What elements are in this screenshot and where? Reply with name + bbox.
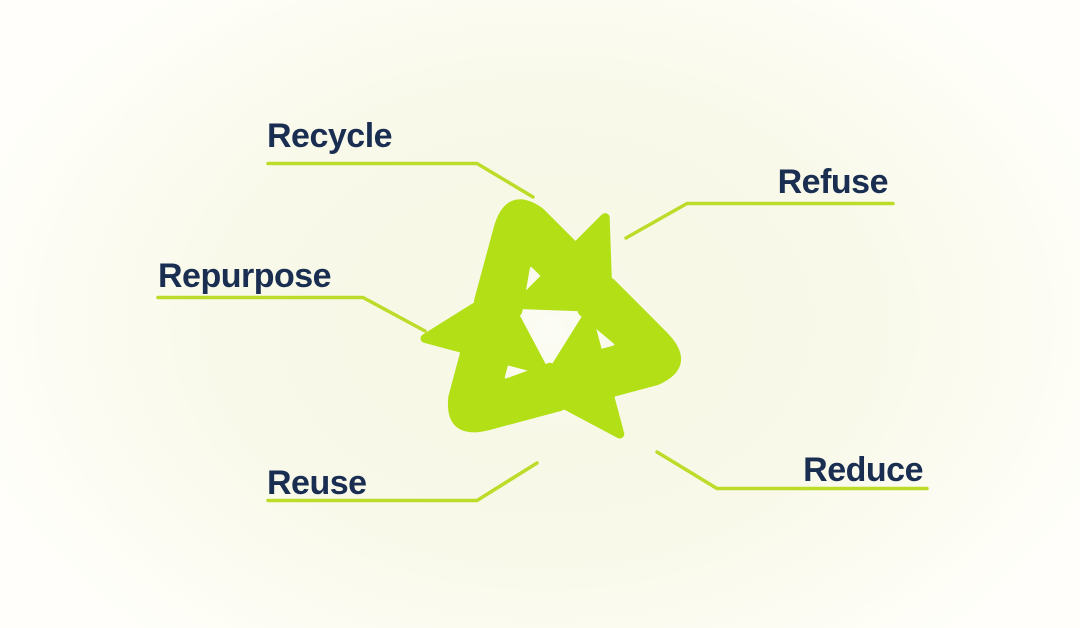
label-refuse: Refuse	[777, 163, 889, 201]
recycle-icon	[400, 180, 682, 480]
label-repurpose: Repurpose	[158, 257, 332, 295]
connector-reduce	[655, 450, 929, 491]
connector-reuse	[266, 461, 539, 503]
label-recycle: Recycle	[267, 117, 393, 155]
connector-recycle	[266, 161, 535, 199]
connector-refuse	[624, 201, 895, 240]
label-reduce: Reduce	[803, 451, 923, 489]
connector-repurpose	[156, 295, 427, 333]
label-reuse: Reuse	[267, 464, 367, 502]
